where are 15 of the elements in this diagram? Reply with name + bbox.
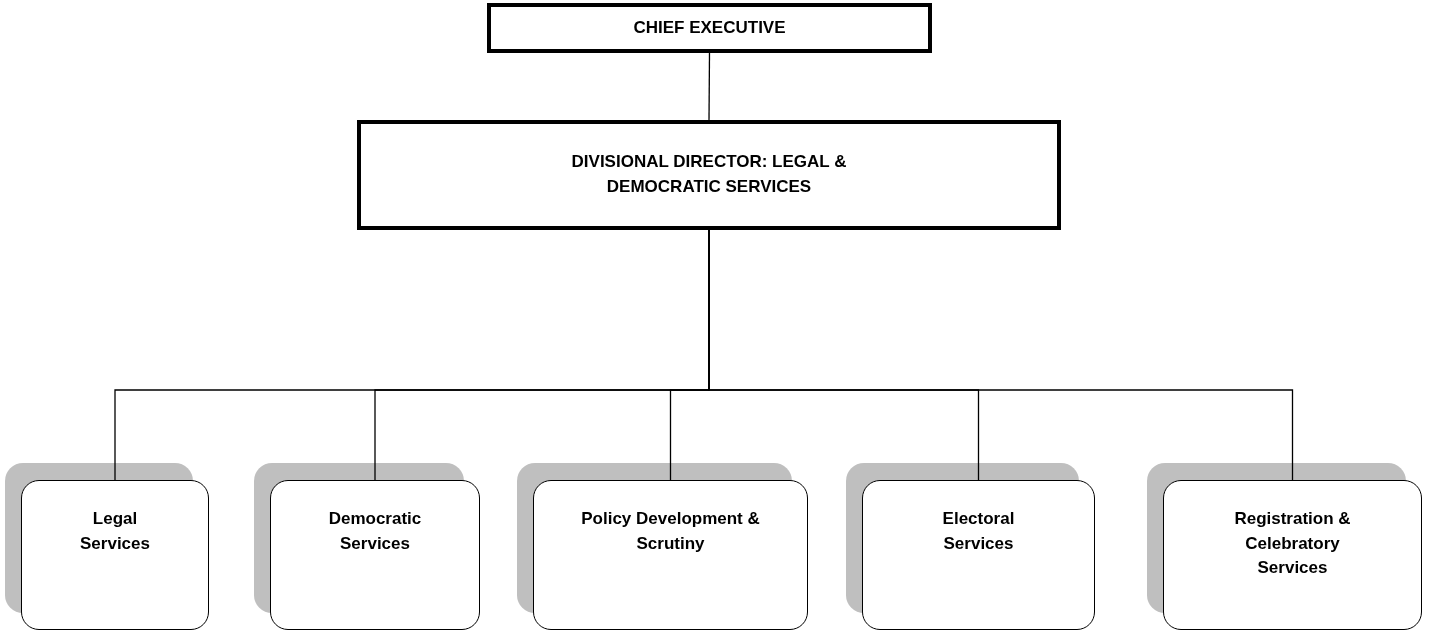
department-box bbox=[862, 480, 1095, 630]
role-box bbox=[487, 3, 932, 53]
role-title: DIVISIONAL DIRECTOR: LEGAL & DEMOCRATIC SERVICES bbox=[570, 151, 848, 198]
department-name: Policy Development & Scrutiny bbox=[580, 508, 761, 555]
department-name: Democratic Services bbox=[327, 508, 423, 555]
department-box bbox=[533, 480, 808, 630]
department-name: Registration & Celebratory Services bbox=[1233, 508, 1352, 580]
role-box bbox=[357, 120, 1061, 230]
department-name: Electoral Services bbox=[941, 508, 1016, 555]
department-box bbox=[21, 480, 209, 630]
department-box bbox=[270, 480, 480, 630]
department-name: Legal Services bbox=[79, 508, 151, 555]
connector-line bbox=[708, 52, 711, 121]
role-title: CHIEF EXECUTIVE bbox=[633, 16, 786, 39]
department-box bbox=[1163, 480, 1422, 630]
